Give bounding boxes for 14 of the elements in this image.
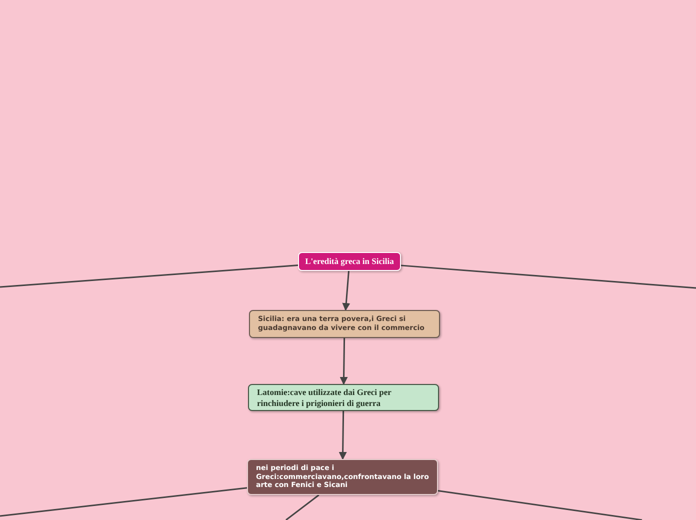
title-box	[298, 252, 401, 271]
node-text: Latomie:cave utilizzate dai Greci per rinchiudere i prigionieri di guerra	[257, 386, 392, 408]
node-text: L'eredità greca in Sicilia	[305, 256, 394, 267]
connector-line	[438, 490, 642, 520]
connector-line	[338, 410, 347, 460]
topic-box	[247, 459, 438, 495]
connector-line	[286, 494, 320, 520]
connector-line	[0, 487, 248, 517]
topic-box	[248, 384, 439, 411]
topic-box	[249, 310, 440, 338]
connector-line	[342, 270, 350, 311]
connector-line	[0, 264, 298, 288]
connector-line	[400, 264, 696, 289]
connector-line	[340, 338, 348, 385]
